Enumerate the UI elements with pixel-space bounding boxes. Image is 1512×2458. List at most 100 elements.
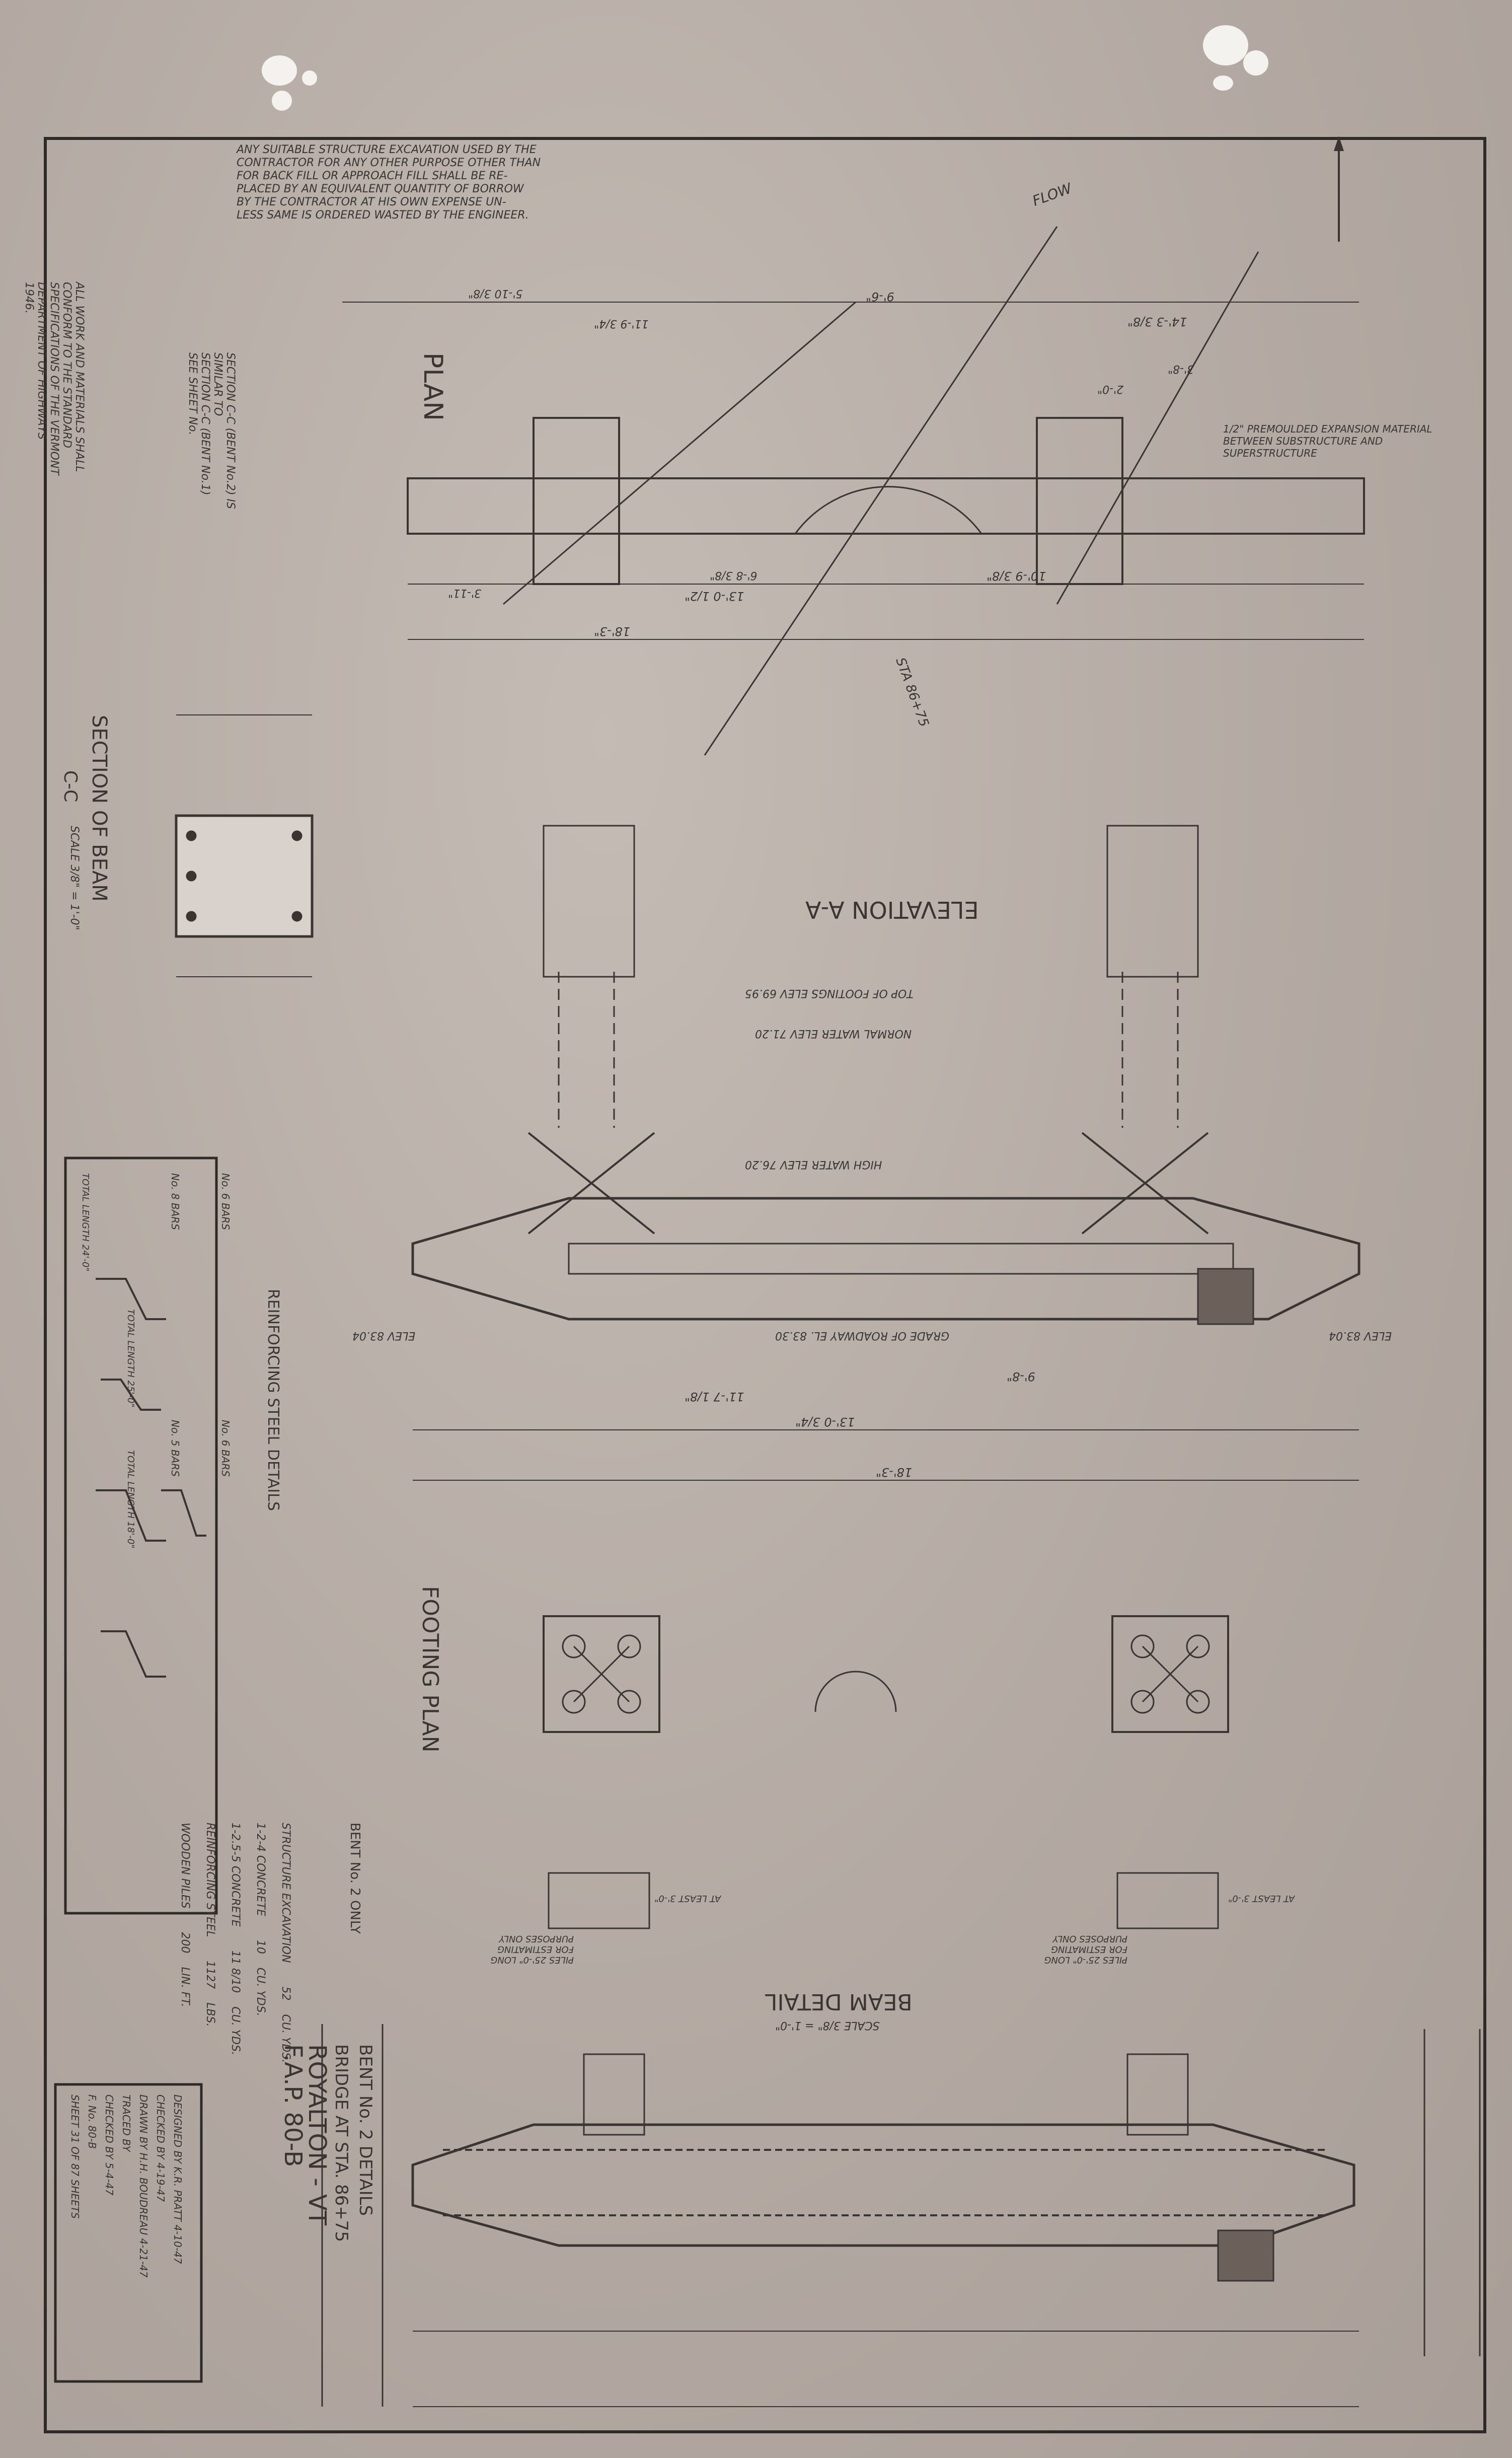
skew-angle-arc (794, 486, 982, 534)
quantity-item: WOODEN PILES (179, 1823, 191, 1909)
credit-date: 4-21-47 (137, 2238, 149, 2278)
plan-title: PLAN (418, 352, 448, 421)
quantity-unit: CU. YDS. (229, 2006, 242, 2056)
beam-outline (411, 2123, 1355, 2247)
note-line: SEE SHEET No. (186, 352, 199, 436)
note-line: ALL WORK AND MATERIALS SHALL CONFORM TO … (35, 282, 86, 475)
quantity-value: 52 (279, 1986, 292, 2001)
quantities-title: BENT No. 2 ONLY (347, 1823, 362, 1934)
elev-note: ELEV 83.04 (1329, 1329, 1392, 1342)
credit-series: F. No. 80-B (86, 2094, 98, 2149)
footing-pile-note: PILES 25'-0" LONG FOR ESTIMATING PURPOSE… (490, 1933, 574, 1965)
plan-skew-line-right (1056, 251, 1259, 605)
footing-at-least: AT LEAST 3'-0" (654, 1893, 721, 1904)
quantity-item: 1-2.5-5 CONCRETE (229, 1823, 242, 1927)
structure-note: ANY SUITABLE STRUCTURE EXCAVATION USED B… (237, 143, 619, 222)
plan-skew-line (503, 301, 856, 605)
section-scale: SCALE 3/8" = 1'-0" (68, 826, 81, 930)
elev-note: HIGH WATER ELEV 76.20 (745, 1158, 882, 1171)
elev-note: TOP OF FOOTINGS ELEV 69.95 (745, 987, 914, 999)
beam-detail-scale: SCALE 3/8" = 1'-0" (775, 2019, 880, 2032)
credit-date: 5-4-47 (103, 2162, 115, 2196)
footing-pile-note: PILES 25'-0" LONG FOR ESTIMATING PURPOSE… (1044, 1933, 1127, 1965)
quantity-row: 1-2.5-5 CONCRETE 11 8/10 CU. YDS. (229, 1823, 242, 2125)
footing-plan (543, 1615, 1229, 1929)
quantity-value: 10 (254, 1939, 267, 1954)
elev-note: ELEV 83.04 (352, 1329, 416, 1342)
title-block: BENT No. 2 DETAILS BRIDGE AT STA. 86+75 … (279, 2044, 377, 2407)
dim-plan: 3'-8" (1168, 363, 1194, 375)
elev-dim: 18'-3" (876, 1465, 913, 1479)
reinforcing-frame (64, 1156, 218, 1915)
dim-plan-left: 13'-0 1/2" (685, 589, 744, 603)
elevation-title: ELEVATION A-A (805, 896, 979, 923)
plan-footing-right (1036, 417, 1123, 585)
dim-plan: 6'-8 3/8" (710, 569, 758, 582)
pile-group-left (543, 825, 635, 978)
quantity-value: 1127 (204, 1961, 216, 1989)
spec-note: ALL WORK AND MATERIALS SHALL CONFORM TO … (23, 282, 86, 493)
credits-frame (54, 2083, 203, 2383)
dim-plan: 9'-6" (866, 290, 894, 304)
title-line-1: BENT No. 2 DETAILS (355, 2044, 375, 2216)
section-cc-note: SECTION C-C (BENT No.2) IS SIMILAR TO SE… (186, 352, 237, 554)
footing-right (1111, 1615, 1229, 1733)
note-line: FOR BACK FILL OR APPROACH FILL SHALL BE … (237, 170, 508, 182)
credit-label: DRAWN BY (137, 2094, 149, 2150)
credit-row: TRACED BY (118, 2094, 135, 2376)
sheet-border (44, 137, 1486, 2433)
section-of-beam (175, 714, 314, 977)
credit-label: CHECKED BY (103, 2094, 115, 2159)
note-line: CONTRACTOR FOR ANY OTHER PURPOSE OTHER T… (237, 157, 541, 169)
beam-section (175, 814, 314, 938)
note-line: SECTION C-C (BENT No.1) (199, 352, 211, 495)
elev-note: NORMAL WATER ELEV 71.20 (755, 1027, 912, 1040)
elev-note: GRADE OF ROADWAY EL. 83.30 (775, 1329, 950, 1342)
quantity-value: 11 8/10 (229, 1950, 242, 1993)
dim-plan: 14'-3 3/8" (1127, 315, 1187, 329)
dim-plan: 5'-10 3/8" (468, 287, 523, 300)
credit-date: 4-19-47 (155, 2162, 167, 2202)
reinforcing-title: REINFORCING STEEL DETAILS (264, 1289, 282, 1511)
elev-dim: 11'-7 1/8" (685, 1390, 744, 1404)
section-cc-label: C-C (60, 770, 81, 803)
dim-plan-total: 18'-3" (594, 624, 631, 638)
bent-cap (411, 1197, 1360, 1321)
credit-name: K.R. PRATT (172, 2166, 184, 2222)
note-line: PLACED BY AN EQUIVALENT QUANTITY OF BORR… (237, 183, 524, 195)
footing-at-least: AT LEAST 3'-0" (1228, 1893, 1295, 1904)
plan-beam (407, 477, 1365, 535)
note-line: 1946. (23, 282, 35, 314)
plan-footing-left (533, 417, 620, 585)
quantity-item: 1-2-4 CONCRETE (254, 1823, 267, 1916)
credit-label: TRACED BY (120, 2094, 132, 2152)
quantity-unit: LIN. FT. (179, 1967, 191, 2007)
bar-label: No. 6 BARS (219, 1173, 232, 1230)
reinforcing-sketches (96, 1278, 206, 1678)
quantity-row: REINFORCING STEEL 1127 LBS. (204, 1823, 216, 2125)
torn-paper-hole (262, 55, 297, 86)
title-line-3: ROYALTON - VT (303, 2044, 331, 2226)
quantity-item: REINFORCING STEEL (204, 1823, 216, 1937)
plan-centerline (704, 226, 1058, 756)
elev-dim: 13'-0 3/4" (795, 1415, 855, 1429)
torn-paper-hole (1213, 76, 1233, 91)
expansion-note: 1/2" PREMOULDED EXPANSION MATERIAL BETWE… (1223, 423, 1432, 459)
dim-plan: 3'-11" (448, 587, 482, 599)
section-of-beam-title: SECTION OF BEAM (88, 715, 111, 902)
credits-block: DESIGNED BY K.R. PRATT 4-10-47 CHECKED B… (66, 2094, 186, 2376)
credit-row: DRAWN BY H.H. BOUDREAU 4-21-47 (135, 2094, 152, 2376)
quantities-table: BENT No. 2 ONLY (347, 1823, 362, 2004)
bar-label: No. 5 BARS (169, 1420, 181, 1477)
quantity-row: 1-2-4 CONCRETE 10 CU. YDS. (254, 1823, 267, 2125)
credit-name: H.H. BOUDREAU (137, 2152, 149, 2235)
quantity-row: WOODEN PILES 200 LIN. FT. (179, 1823, 191, 2125)
note-line: BY THE CONTRACTOR AT HIS OWN EXPENSE UN- (237, 196, 506, 208)
credit-date: 4-10-47 (172, 2224, 184, 2264)
title-line-4: F.A.P. 80-B (279, 2044, 307, 2167)
pile-group-right (1106, 825, 1199, 978)
dim-plan: 2'-0" (1097, 383, 1124, 395)
credit-label: DESIGNED BY (172, 2094, 184, 2164)
